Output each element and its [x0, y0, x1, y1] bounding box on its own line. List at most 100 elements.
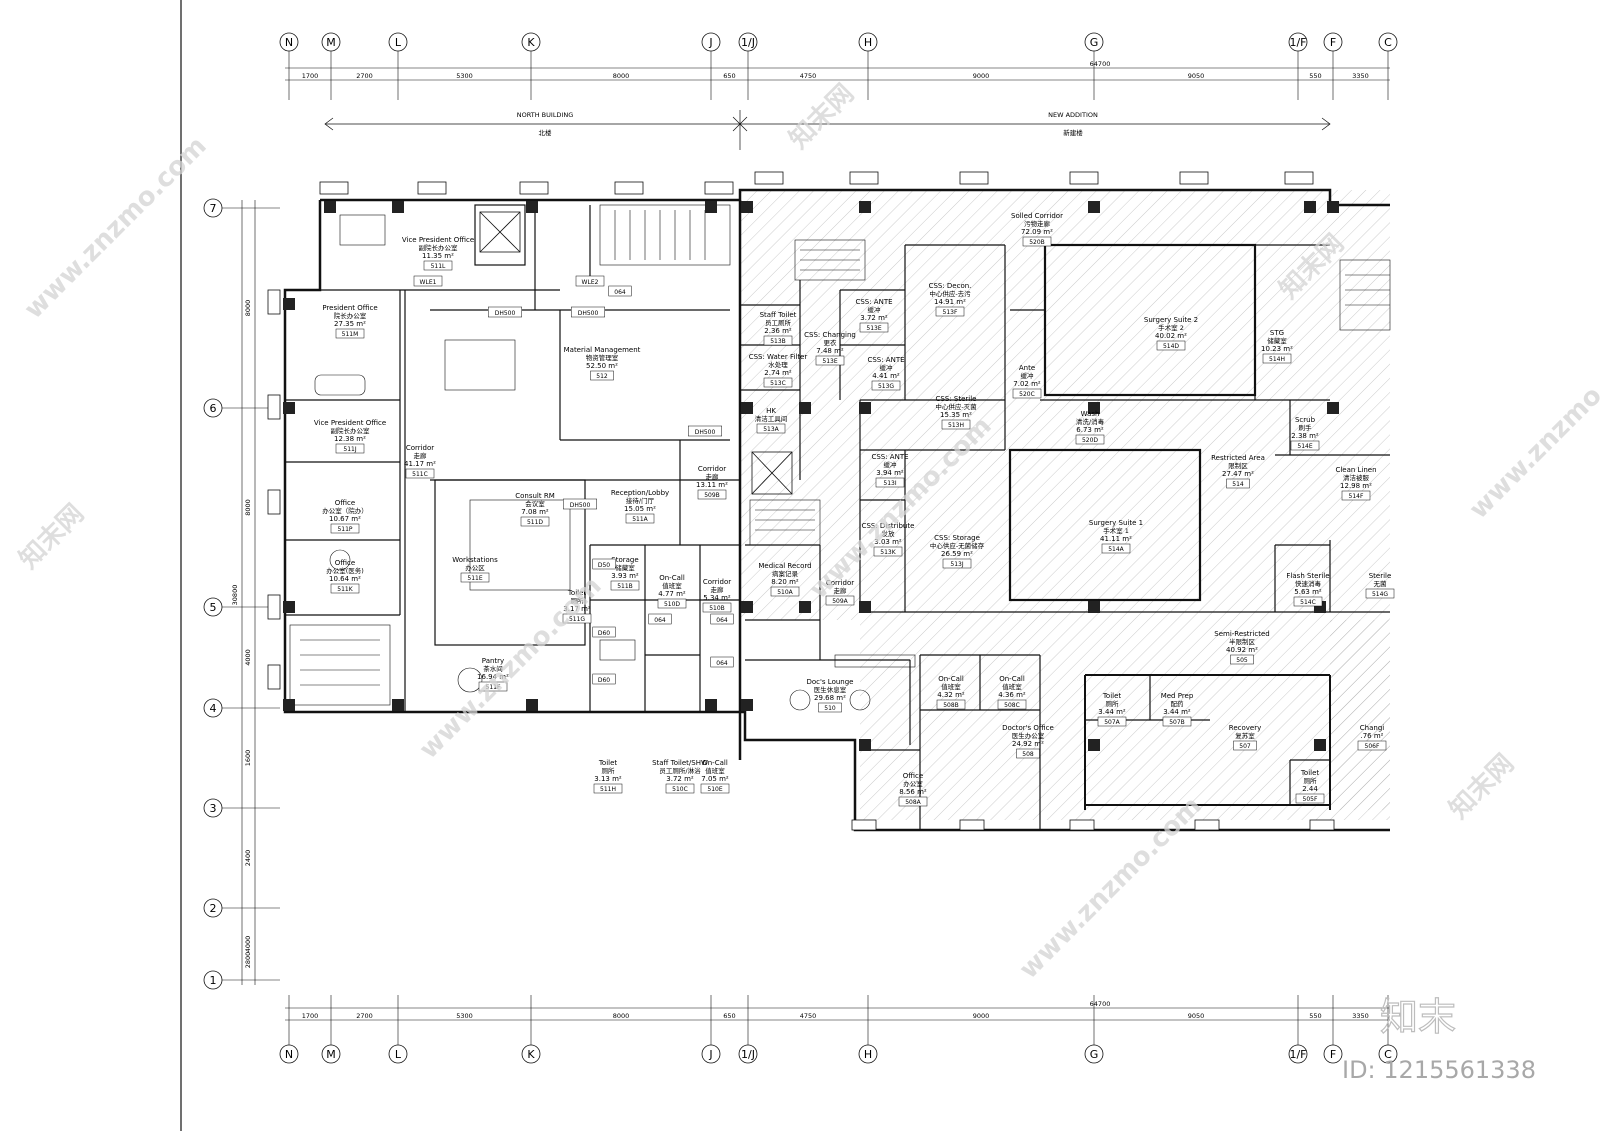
room-area: 2.38 m² — [1291, 432, 1319, 440]
room-code: 520D — [1082, 437, 1098, 444]
room-code: 520B — [1029, 239, 1045, 246]
room-name: CSS: Sterile — [936, 395, 977, 403]
row-axis-label: 4 — [210, 702, 217, 715]
room-name: Corridor — [406, 444, 434, 452]
equipment-tag: D60 — [598, 630, 610, 637]
room-area: 2.36 m² — [764, 327, 792, 335]
axis-label: N — [285, 36, 293, 49]
room-code-box — [875, 477, 905, 488]
room-name: Clean Linen — [1335, 466, 1376, 474]
room-name: CSS: ANTE — [871, 453, 908, 461]
room-name-cn: 手术室 2 — [1158, 323, 1184, 332]
room-area: 10.64 m² — [329, 575, 361, 583]
room-code-box — [936, 699, 966, 710]
room-name: Workstations — [452, 556, 498, 564]
row-dimension: 4000 — [244, 649, 252, 666]
room-name-cn: 员工厕所 — [765, 318, 792, 327]
dimension-value: 550 — [1309, 72, 1321, 80]
axis-label: L — [395, 36, 402, 49]
axis-label: N — [285, 1048, 293, 1061]
room-area: 2.74 m² — [764, 369, 792, 377]
room-code-box — [1295, 793, 1325, 804]
equipment-tag: 064 — [716, 617, 728, 624]
room-code: 507 — [1239, 743, 1251, 750]
building-direction-labels — [324, 110, 1331, 150]
room-area: 3.72 m² — [666, 775, 694, 783]
room-area: 7.48 m² — [816, 347, 844, 355]
equipment-tag-box — [592, 626, 616, 638]
axis-label: G — [1090, 36, 1099, 49]
room-name: STG — [1270, 329, 1284, 337]
room-area: 6.73 m² — [1076, 426, 1104, 434]
room-code: 514C — [1300, 599, 1316, 606]
room-name-cn: 储藏室 — [1267, 336, 1287, 345]
room-name: President Office — [322, 304, 377, 312]
room-area: 12.98 m² — [1340, 482, 1372, 490]
room-name-cn: 值班室 — [1002, 682, 1022, 691]
room-code-box — [1365, 588, 1395, 599]
room-area: 7.02 m² — [1013, 380, 1041, 388]
room-code-box — [818, 702, 842, 713]
room-name: On-Call — [702, 759, 728, 767]
room-code: 510D — [664, 601, 680, 608]
row-axis-label: 3 — [210, 802, 217, 815]
room-name: CSS: Decon. — [929, 282, 972, 290]
room-code: 511B — [617, 583, 633, 590]
new-addition-label-cn: 新建楼 — [1063, 128, 1083, 137]
room-code-box — [1156, 340, 1186, 351]
axis-label: C — [1384, 36, 1392, 49]
room-code: 513F — [943, 309, 958, 316]
room-name-cn: 值班室 — [662, 581, 682, 590]
room-area: 10.23 m² — [1261, 345, 1293, 353]
dimension-value: 8000 — [613, 72, 630, 80]
axis-label: H — [864, 1048, 872, 1061]
room-area: 27.47 m² — [1222, 470, 1254, 478]
axis-label: K — [527, 36, 535, 49]
row-total-dimension: 30800 — [231, 585, 239, 606]
room-code-box — [562, 613, 592, 624]
room-code: 506F — [1365, 743, 1380, 750]
axis-label: M — [326, 1048, 336, 1061]
axis-label: 1/J — [741, 1048, 755, 1061]
room-code: 513J — [950, 561, 963, 568]
room-area: 4.32 m² — [937, 691, 965, 699]
room-name-cn: 污物走廊 — [1024, 219, 1051, 228]
room-code-box — [405, 468, 435, 479]
room-name: Surgery Suite 2 — [1144, 316, 1198, 324]
room-name-cn: 清洁工具间 — [755, 414, 788, 423]
row-dimension: 4000 — [244, 936, 252, 953]
room-name-cn: 走廊 — [414, 451, 428, 460]
room-code: 513K — [880, 549, 896, 556]
room-name-cn: 无菌 — [1374, 579, 1388, 588]
dimension-value: 1700 — [302, 1012, 319, 1020]
room-name: On-Call — [659, 574, 685, 582]
room-name: Office — [335, 499, 355, 507]
room-area: 41.11 m² — [1100, 535, 1132, 543]
room-area: 3.13 m² — [594, 775, 622, 783]
axis-label: 1/F — [1289, 36, 1306, 49]
room-code-box — [610, 580, 640, 591]
room-name-cn: 刷手 — [1299, 423, 1313, 432]
room-code-box — [763, 377, 793, 388]
room-code-box — [330, 583, 360, 594]
room-name: Recovery — [1229, 724, 1261, 732]
room-code-box — [460, 572, 490, 583]
axis-label: L — [395, 1048, 402, 1061]
room-name-cn: 复苏室 — [1235, 731, 1255, 740]
room-name: Medical Record — [758, 562, 811, 570]
room-code: 509A — [832, 598, 848, 605]
